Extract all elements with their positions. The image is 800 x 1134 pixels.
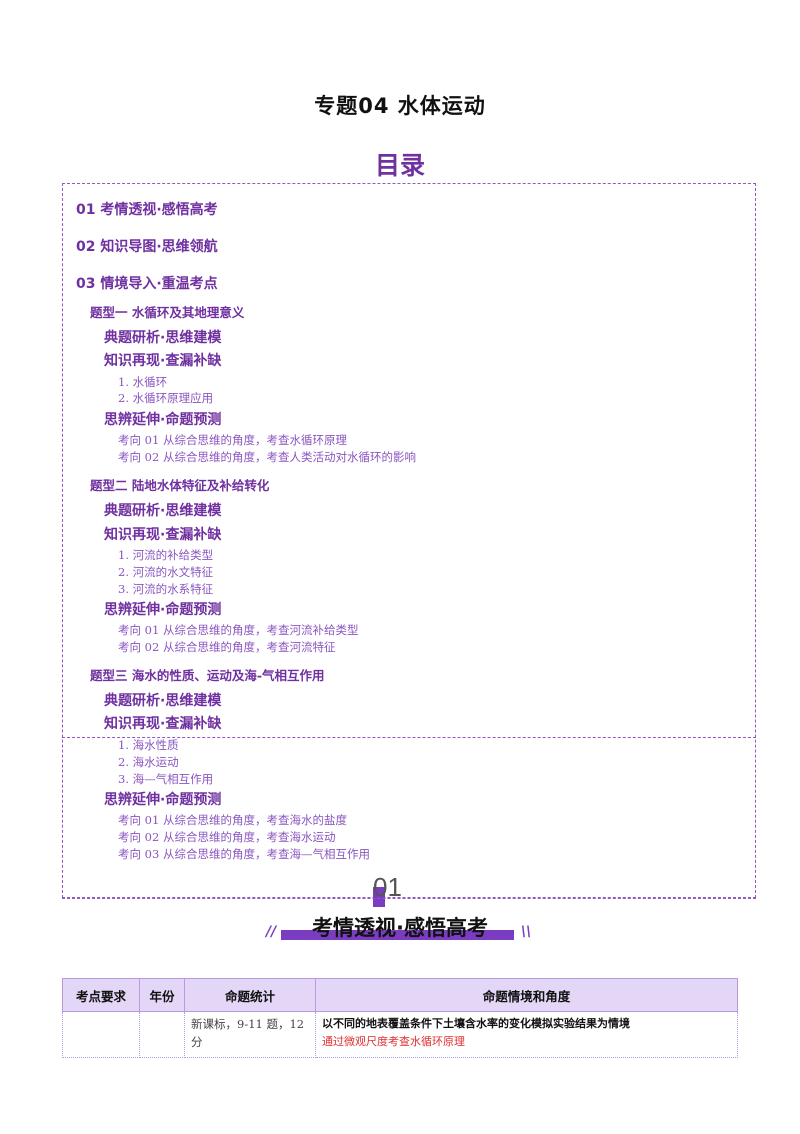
context-line: 以不同的地表覆盖条件下土壤含水率的变化模拟实验结果为情境	[322, 1017, 630, 1030]
toc-type-2-knowledge-item[interactable]: 1. 河流的补给类型	[118, 548, 214, 562]
toc-type-2-knowledge-item[interactable]: 2. 河流的水文特征	[118, 565, 214, 579]
table-cell-stats: 新课标，9-11 题，12 分	[184, 1011, 316, 1058]
page-title: 专题04 水体运动	[314, 94, 486, 118]
table-row: 新课标，9-11 题，12 分 以不同的地表覆盖条件下土壤含水率的变化模拟实验结…	[62, 1011, 738, 1058]
section-number: 01	[373, 872, 402, 902]
toc-type-1-analysis[interactable]: 典题研析·思维建模	[104, 330, 222, 346]
section-title-underline	[281, 930, 514, 940]
toc-type-1-knowledge-item[interactable]: 1. 水循环	[118, 375, 168, 389]
toc-section-1[interactable]: 01 考情透视·感悟高考	[76, 202, 218, 218]
toc-type-1-knowledge-item[interactable]: 2. 水循环原理应用	[118, 391, 214, 405]
table-header-row: 考点要求 年份 命题统计 命题情境和角度	[62, 978, 738, 1012]
page-break-divider	[62, 737, 756, 738]
toc-type-1-direction[interactable]: 考向 01 从综合思维的角度，考查水循环原理	[118, 433, 347, 447]
toc-type-3-knowledge-item[interactable]: 2. 海水运动	[118, 755, 179, 769]
toc-type-3-analysis[interactable]: 典题研析·思维建模	[104, 693, 222, 709]
toc-type-2-knowledge-item[interactable]: 3. 河流的水系特征	[118, 582, 214, 596]
toc-box	[62, 183, 756, 898]
toc-type-2-forecast[interactable]: 思辨延伸·命题预测	[104, 602, 222, 618]
table-header: 命题统计	[184, 978, 316, 1012]
toc-section-3[interactable]: 03 情境导入·重温考点	[76, 276, 218, 292]
toc-heading: 目录	[374, 151, 425, 180]
toc-type-1-forecast[interactable]: 思辨延伸·命题预测	[104, 412, 222, 428]
table-cell-year	[139, 1011, 185, 1058]
toc-type-3-forecast[interactable]: 思辨延伸·命题预测	[104, 792, 222, 808]
toc-type-1-direction[interactable]: 考向 02 从综合思维的角度，考查人类活动对水循环的影响	[118, 450, 416, 464]
toc-type-3-direction[interactable]: 考向 02 从综合思维的角度，考查海水运动	[118, 830, 336, 844]
toc-type-2-direction[interactable]: 考向 02 从综合思维的角度，考查河流特征	[118, 640, 336, 654]
section-number-marker	[373, 887, 385, 907]
exam-analysis-table: 考点要求 年份 命题统计 命题情境和角度 新课标，9-11 题，12 分 以不同…	[62, 978, 738, 1058]
toc-type-3-knowledge[interactable]: 知识再现·查漏补缺	[104, 716, 222, 732]
toc-type-2[interactable]: 题型二 陆地水体特征及补给转化	[90, 478, 270, 493]
slash-decoration-icon: //	[266, 924, 277, 940]
toc-type-1[interactable]: 题型一 水循环及其地理意义	[90, 305, 245, 320]
section-divider	[62, 898, 756, 899]
table-header: 年份	[139, 978, 185, 1012]
toc-type-2-direction[interactable]: 考向 01 从综合思维的角度，考查河流补给类型	[118, 623, 359, 637]
toc-type-1-knowledge[interactable]: 知识再现·查漏补缺	[104, 353, 222, 369]
slash-decoration-icon: \\	[521, 924, 532, 940]
toc-type-3-knowledge-item[interactable]: 1. 海水性质	[118, 738, 179, 752]
toc-type-3[interactable]: 题型三 海水的性质、运动及海-气相互作用	[90, 668, 325, 683]
toc-type-3-direction[interactable]: 考向 01 从综合思维的角度，考查海水的盐度	[118, 813, 347, 827]
toc-type-3-direction[interactable]: 考向 03 从综合思维的角度，考查海—气相互作用	[118, 847, 370, 861]
section-title: 考情透视·感悟高考	[312, 916, 488, 940]
toc-type-2-analysis[interactable]: 典题研析·思维建模	[104, 503, 222, 519]
toc-section-2[interactable]: 02 知识导图·思维领航	[76, 239, 218, 255]
table-header: 命题情境和角度	[315, 978, 738, 1012]
toc-type-2-knowledge[interactable]: 知识再现·查漏补缺	[104, 527, 222, 543]
toc-type-3-knowledge-item[interactable]: 3. 海—气相互作用	[118, 772, 214, 786]
table-cell-requirement	[62, 1011, 140, 1058]
context-line-highlight: 通过微观尺度考查水循环原理	[322, 1035, 465, 1048]
table-cell-context: 以不同的地表覆盖条件下土壤含水率的变化模拟实验结果为情境 通过微观尺度考查水循环…	[315, 1011, 738, 1058]
table-header: 考点要求	[62, 978, 140, 1012]
